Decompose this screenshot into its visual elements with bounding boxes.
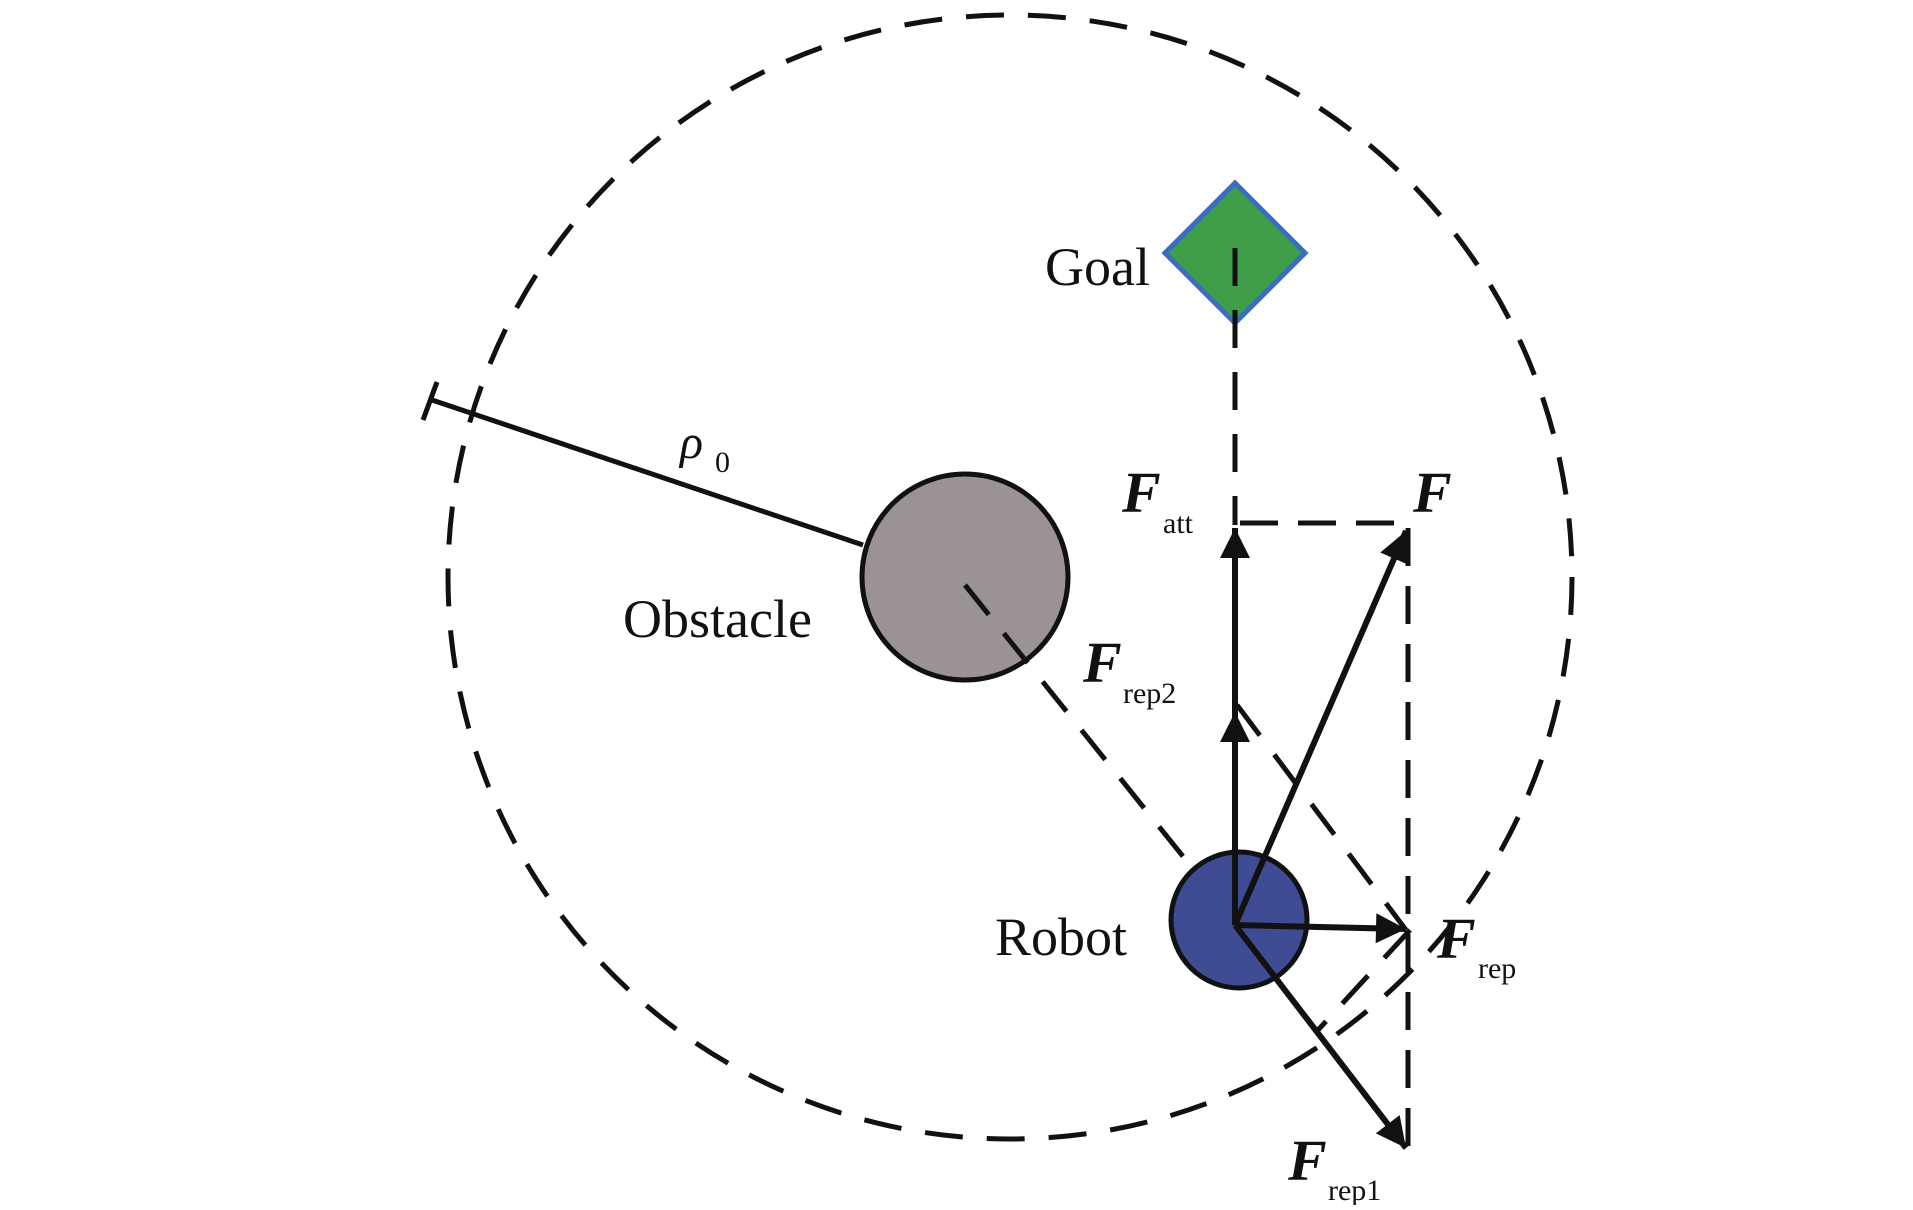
f-rep1-symbol: F [1287,1128,1327,1193]
rep1-extension-dashed-line [1316,928,1412,1032]
f-rep-arrow [1234,913,1407,944]
robot-label: Robot [995,907,1127,967]
rep-parallelogram-dashed-line [1235,703,1408,932]
f-att-subscript: att [1163,507,1194,540]
goal-label: Goal [1045,237,1150,297]
rho-subscript: 0 [715,446,730,479]
obstacle-circle [859,471,1071,683]
f-att-symbol: F [1121,460,1161,525]
f-rep-symbol: F [1436,906,1476,971]
obstacle-label: Obstacle [623,589,812,649]
radius-end-tick [420,381,440,421]
f-rep2-subscript: rep2 [1123,677,1176,710]
radius-line [431,397,864,548]
f-rep2-symbol: F [1082,630,1122,695]
influence-range-circle [445,12,1575,1142]
f-rep1-subscript: rep1 [1328,1174,1381,1205]
f-resultant-label: F [1412,460,1452,525]
f-resultant-arrow [1232,529,1409,927]
f-rep1-arrow [1232,923,1409,1150]
rho-symbol: ρ [678,416,703,469]
f-rep-subscript: rep [1478,952,1516,985]
obstacle-robot-dashed-line [963,583,1232,917]
